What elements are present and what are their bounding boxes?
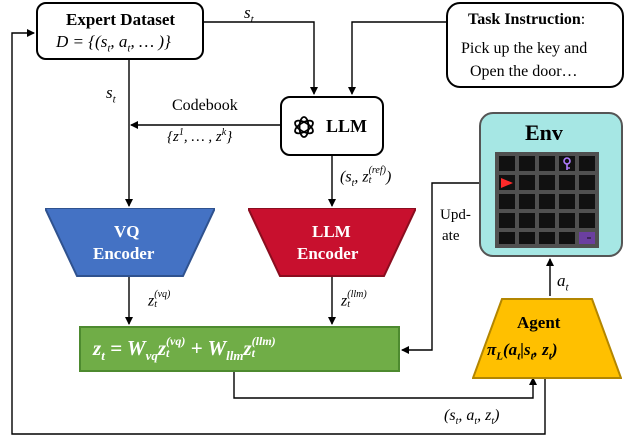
codebook-label: Codebook — [172, 97, 238, 114]
agent-box — [472, 298, 622, 379]
label-update-2: ate — [442, 228, 460, 244]
expert-dataset-formula: D = {(st, at, … )} — [56, 32, 171, 55]
key-icon — [563, 157, 571, 170]
arrow-update — [401, 182, 479, 354]
env-title: Env — [525, 120, 563, 145]
expert-dataset-box: Expert Dataset D = {(st, at, … )} — [36, 2, 204, 60]
expert-dataset-title: Expert Dataset — [66, 10, 176, 29]
task-instruction-box: Task Instruction: Pick up the key and Op… — [446, 2, 624, 88]
label-update-1: Upd- — [440, 207, 471, 223]
agent-title: Agent — [517, 313, 561, 332]
agent-triangle-icon — [501, 178, 513, 188]
label-s-t-left: st — [106, 83, 116, 106]
llm-encoder-line2: Encoder — [297, 244, 359, 263]
llm-box: LLM — [280, 96, 384, 156]
task-instruction-line2: Open the door… — [470, 63, 578, 80]
llm-label: LLM — [326, 116, 368, 136]
label-z-llm: z(llm)t — [341, 289, 367, 310]
equation-box: zt = Wvqz(vq)t + Wllmz(llm)t — [79, 326, 400, 372]
vq-encoder-line2: Encoder — [93, 244, 155, 263]
arrow-trajectory — [11, 29, 546, 435]
env-box: Env — [479, 112, 623, 257]
task-instruction-line1: Pick up the key and — [461, 40, 588, 57]
arrow-expert-to-llm — [204, 21, 318, 95]
label-trajectory: (st, at, zt) — [444, 407, 500, 428]
label-a-t: at — [557, 271, 569, 294]
agent-policy: πL(at|st, zt) — [487, 340, 558, 363]
vq-encoder-line1: VQ — [114, 222, 140, 241]
minigrid-env — [495, 152, 599, 248]
llm-encoder-line1: LLM — [312, 222, 351, 241]
task-instruction-title: Task Instruction: — [468, 11, 586, 28]
label-llm-output: (st, z(ref)t) — [340, 165, 392, 189]
llm-encoder — [248, 208, 416, 277]
label-z-vq: z(vq)t — [148, 289, 171, 310]
codebook-set: {z1, … , zk} — [167, 127, 233, 145]
vq-encoder — [45, 208, 215, 277]
equation-text: zt = Wvqz(vq)t + Wllmz(llm)t — [93, 334, 276, 364]
arrow-eq-to-agent — [233, 372, 537, 399]
openai-logo-icon — [294, 116, 314, 138]
arrow-task-to-llm — [348, 21, 446, 95]
label-s-t-top: st — [244, 3, 254, 26]
